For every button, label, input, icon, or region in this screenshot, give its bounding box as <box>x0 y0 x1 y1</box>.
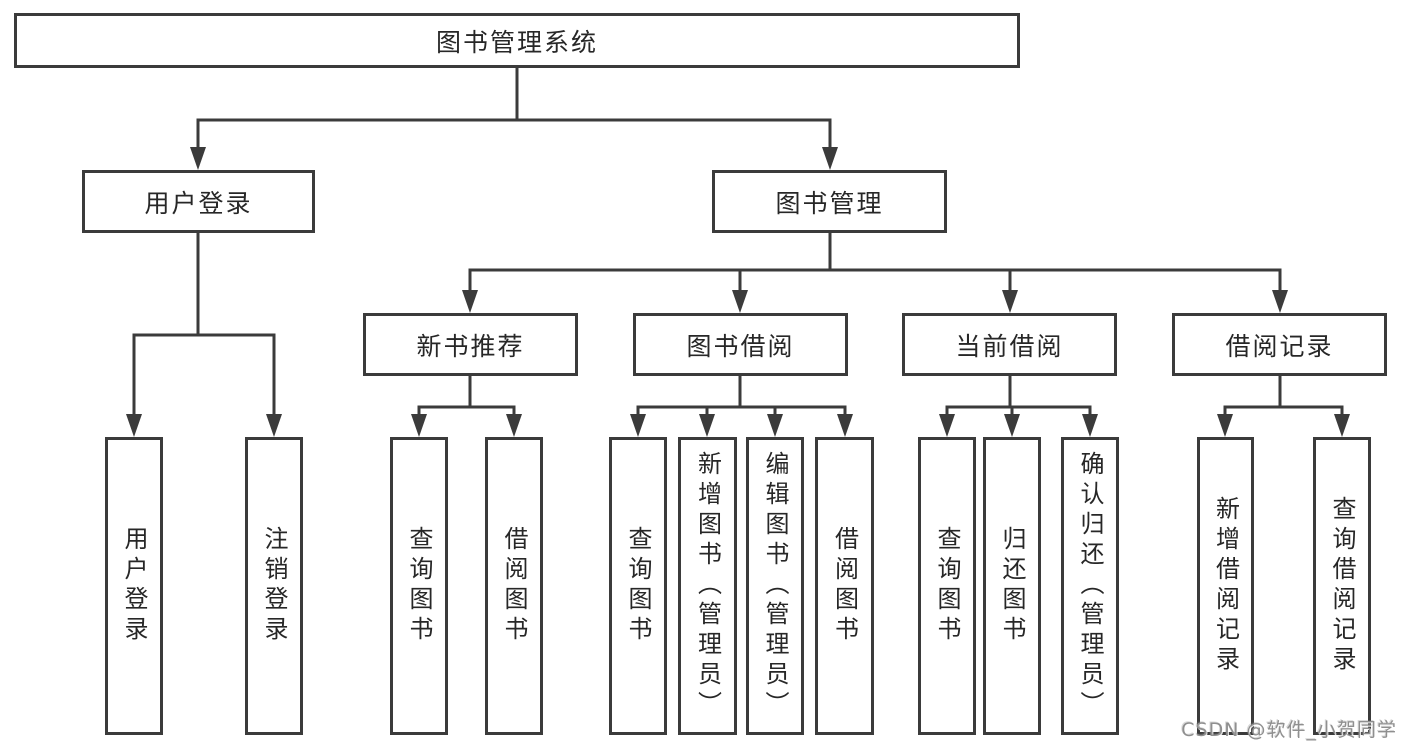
node-current-borrowing-label: 当前借阅 <box>955 331 1064 361</box>
arrowhead <box>190 147 206 170</box>
arrowhead <box>732 290 748 313</box>
node-new-book-recommendation-label: 新书推荐 <box>416 331 525 361</box>
connector-book-borrowing-children <box>630 376 853 437</box>
watermark-text: CSDN @软件_小贺同学 <box>1181 719 1397 741</box>
leaf-query-borrow-record: 查询借阅记录 <box>1313 437 1371 735</box>
leaf-confirm-return-admin: 确认归还（管理员） <box>1061 437 1119 735</box>
node-root: 图书管理系统 <box>14 13 1020 68</box>
connector-borrowing-records-children <box>1217 376 1350 437</box>
leaf-edit-books-admin-label: 编辑图书（管理员） <box>761 451 789 721</box>
leaf-add-books-admin-label: 新增图书（管理员） <box>693 451 722 721</box>
node-borrowing-records: 借阅记录 <box>1172 313 1387 376</box>
arrowhead <box>1272 290 1288 313</box>
leaf-edit-books-admin: 编辑图书（管理员） <box>746 437 804 735</box>
node-book-management: 图书管理 <box>712 170 947 233</box>
leaf-return-books: 归还图书 <box>983 437 1041 735</box>
connector-new-book-recommendation-children <box>411 376 522 437</box>
leaf-borrow-books: 借阅图书 <box>815 437 874 735</box>
leaf-user-login: 用户登录 <box>105 437 163 735</box>
node-book-borrowing: 图书借阅 <box>633 313 848 376</box>
arrowhead <box>699 414 715 437</box>
leaf-user-login-label: 用户登录 <box>120 526 148 646</box>
node-root-label: 图书管理系统 <box>435 27 598 57</box>
arrowhead <box>126 414 142 437</box>
arrowhead <box>462 290 478 313</box>
leaf-add-borrow-record: 新增借阅记录 <box>1197 437 1254 735</box>
node-current-borrowing: 当前借阅 <box>902 313 1117 376</box>
connector-book-management-children <box>462 233 1288 313</box>
leaf-recommend-query-books-label: 查询图书 <box>405 526 433 646</box>
leaf-recommend-query-books: 查询图书 <box>390 437 448 735</box>
arrowhead <box>411 414 427 437</box>
leaf-recommend-borrow-books: 借阅图书 <box>485 437 543 735</box>
node-book-borrowing-label: 图书借阅 <box>686 331 795 361</box>
leaf-current-query-books: 查询图书 <box>918 437 976 735</box>
leaf-borrow-books-label: 借阅图书 <box>830 526 859 646</box>
leaf-confirm-return-admin-label: 确认归还（管理员） <box>1076 451 1104 721</box>
arrowhead <box>506 414 522 437</box>
leaf-logout-label: 注销登录 <box>260 526 288 646</box>
arrowhead <box>767 414 783 437</box>
node-user-login: 用户登录 <box>82 170 315 233</box>
arrowhead <box>1004 414 1020 437</box>
leaf-return-books-label: 归还图书 <box>998 526 1026 646</box>
leaf-add-books-admin: 新增图书（管理员） <box>678 437 737 735</box>
arrowhead <box>630 414 646 437</box>
leaf-borrow-query-books: 查询图书 <box>609 437 667 735</box>
leaf-add-borrow-record-label: 新增借阅记录 <box>1211 496 1240 676</box>
leaf-recommend-borrow-books-label: 借阅图书 <box>500 526 528 646</box>
leaf-logout: 注销登录 <box>245 437 303 735</box>
arrowhead <box>266 414 282 437</box>
arrowhead <box>1217 414 1233 437</box>
node-borrowing-records-label: 借阅记录 <box>1225 331 1334 361</box>
leaf-borrow-query-books-label: 查询图书 <box>624 526 652 646</box>
node-user-login-label: 用户登录 <box>144 188 253 218</box>
arrowhead <box>1334 414 1350 437</box>
leaf-query-borrow-record-label: 查询借阅记录 <box>1328 496 1356 676</box>
connector-root-to-level2 <box>190 68 838 170</box>
arrowhead <box>822 147 838 170</box>
connector-user-login-children <box>126 233 282 437</box>
node-new-book-recommendation: 新书推荐 <box>363 313 578 376</box>
arrowhead <box>1002 290 1018 313</box>
leaf-current-query-books-label: 查询图书 <box>933 526 961 646</box>
arrowhead <box>939 414 955 437</box>
connector-current-borrowing-children <box>939 376 1098 437</box>
node-book-management-label: 图书管理 <box>775 188 884 218</box>
arrowhead <box>837 414 853 437</box>
arrowhead <box>1082 414 1098 437</box>
